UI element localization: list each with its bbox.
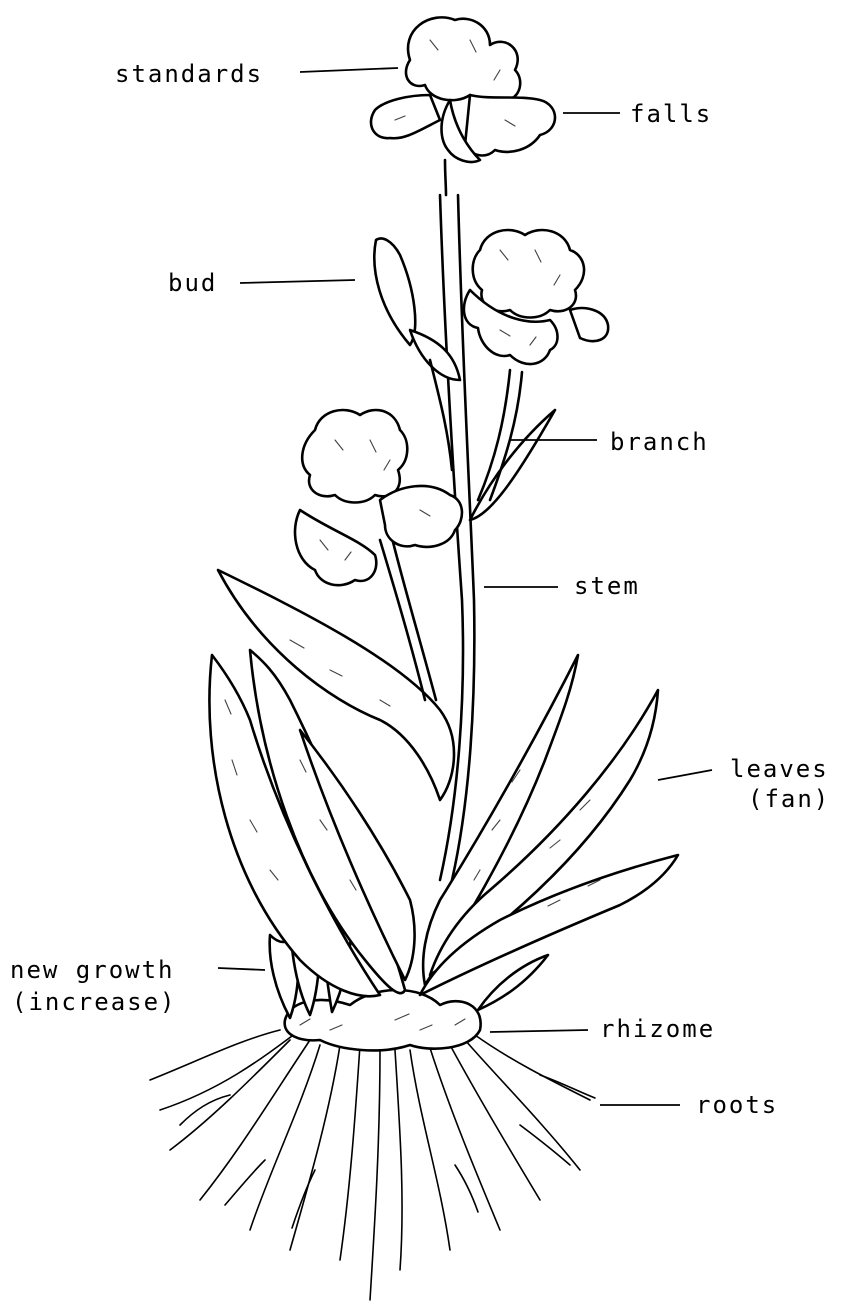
- branch-drawing: [470, 370, 555, 520]
- label-new-growth: new growth: [10, 958, 175, 982]
- label-branch: branch: [610, 430, 709, 454]
- label-fan: (fan): [748, 787, 830, 811]
- bud-leader-line: [240, 280, 355, 283]
- left-flower-drawing: [295, 410, 462, 585]
- rhizome-leader-line: [490, 1030, 588, 1032]
- label-leaves: leaves: [730, 757, 829, 781]
- middle-flower-drawing: [464, 230, 608, 364]
- leaves-leader-line: [658, 770, 712, 780]
- label-stem: stem: [574, 574, 640, 598]
- standards-leader-line: [300, 68, 398, 72]
- roots-drawing: [150, 1030, 595, 1300]
- label-roots: roots: [696, 1093, 778, 1117]
- label-falls: falls: [630, 102, 712, 126]
- label-increase: (increase): [12, 990, 177, 1014]
- label-bud: bud: [168, 271, 217, 295]
- new-growth-leader-line: [218, 968, 265, 970]
- label-standards: standards: [115, 62, 263, 86]
- top-flower-drawing: [371, 17, 555, 195]
- label-rhizome: rhizome: [600, 1017, 715, 1041]
